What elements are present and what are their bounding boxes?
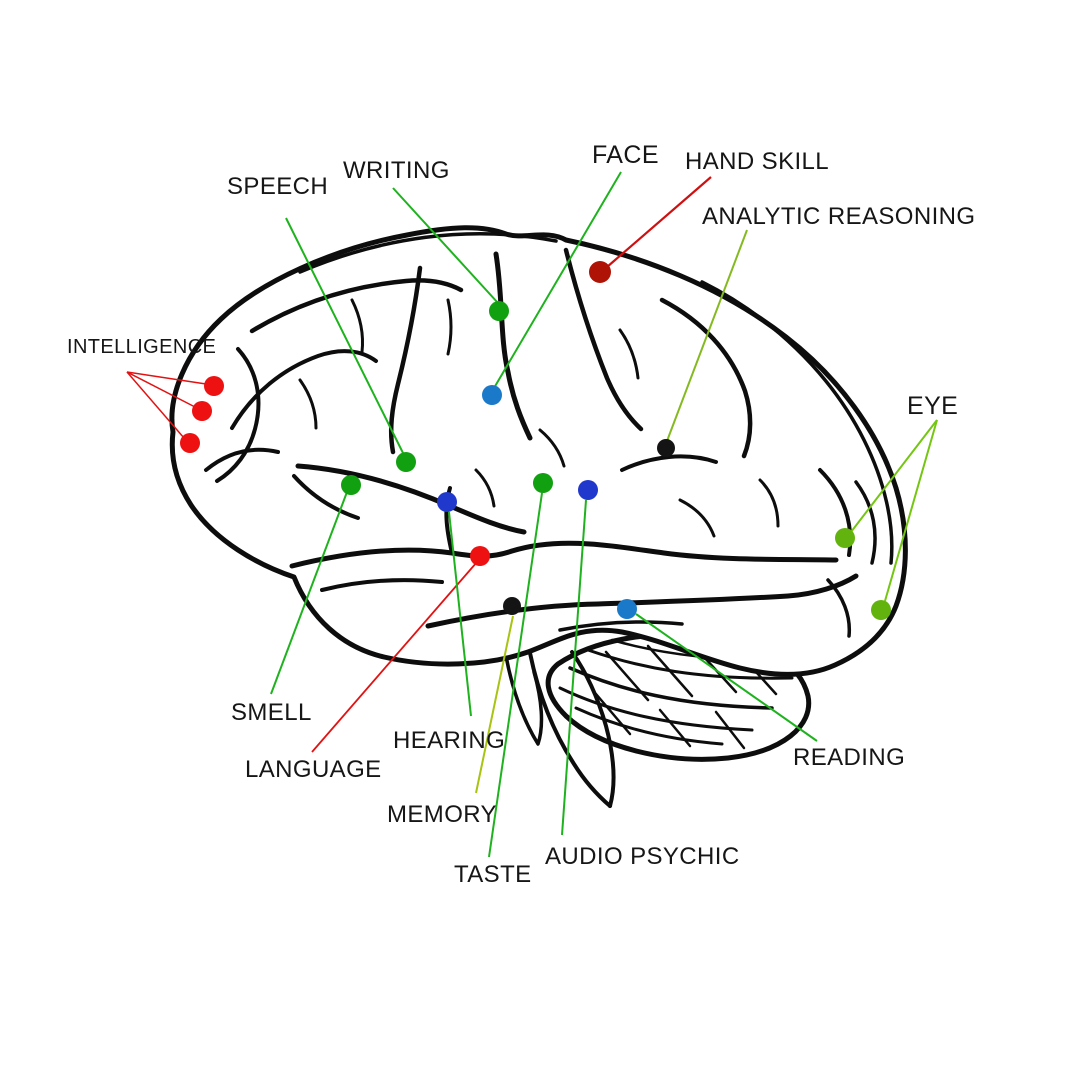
leader-line-memory-0	[475, 615, 514, 794]
dot-smell	[341, 475, 361, 495]
region-label-speech: SPEECH	[227, 173, 329, 200]
region-label-memory: MEMORY	[387, 801, 497, 828]
dot-intelligence-2	[180, 433, 200, 453]
region-label-reading: READING	[793, 744, 906, 771]
leader-line-hearing-0	[448, 511, 472, 717]
region-label-analytic-reasoning: ANALYTIC REASONING	[702, 203, 976, 230]
dot-eye-0	[835, 528, 855, 548]
leader-line-reading-0	[635, 613, 818, 742]
dot-reading	[617, 599, 637, 619]
dot-analytic-reasoning	[657, 439, 675, 457]
region-dots	[180, 261, 891, 620]
leader-line-hand-skill-0	[606, 176, 712, 268]
dot-eye-1	[871, 600, 891, 620]
leader-line-taste-0	[488, 492, 543, 858]
region-label-face: FACE	[592, 141, 659, 169]
region-label-hand-skill: HAND SKILL	[685, 148, 830, 175]
dot-writing	[489, 301, 509, 321]
region-label-audio-psychic: AUDIO PSYCHIC	[545, 843, 740, 870]
dot-intelligence-1	[192, 401, 212, 421]
region-label-intelligence: INTELLIGENCE	[67, 336, 217, 358]
leader-line-intelligence-0	[126, 371, 207, 385]
dot-taste	[533, 473, 553, 493]
leader-line-intelligence-2	[126, 371, 185, 439]
leader-line-intelligence-1	[126, 371, 196, 408]
dot-memory	[503, 597, 521, 615]
leader-line-analytic-reasoning-0	[666, 229, 748, 442]
leader-line-face-0	[493, 171, 622, 389]
dot-hearing	[437, 492, 457, 512]
leader-line-writing-0	[392, 187, 499, 304]
region-label-taste: TASTE	[454, 861, 532, 888]
cerebrum-outline	[169, 225, 908, 677]
region-label-hearing: HEARING	[393, 727, 506, 754]
region-label-smell: SMELL	[231, 699, 312, 726]
leader-line-speech-0	[285, 217, 405, 456]
dot-hand-skill	[589, 261, 611, 283]
dot-audio-psychic	[578, 480, 598, 500]
dot-intelligence-0	[204, 376, 224, 396]
leader-line-eye-0	[850, 419, 938, 533]
region-label-writing: WRITING	[343, 157, 450, 184]
dot-language	[470, 546, 490, 566]
leader-line-smell-0	[270, 491, 348, 695]
leader-lines	[126, 171, 938, 858]
dot-speech	[396, 452, 416, 472]
region-label-language: LANGUAGE	[245, 756, 382, 783]
leader-line-eye-1	[884, 419, 938, 602]
dot-face	[482, 385, 502, 405]
region-label-eye: EYE	[907, 392, 959, 420]
leader-line-language-0	[311, 561, 478, 753]
brainstem	[504, 650, 616, 808]
leader-line-audio-psychic-0	[561, 499, 587, 836]
